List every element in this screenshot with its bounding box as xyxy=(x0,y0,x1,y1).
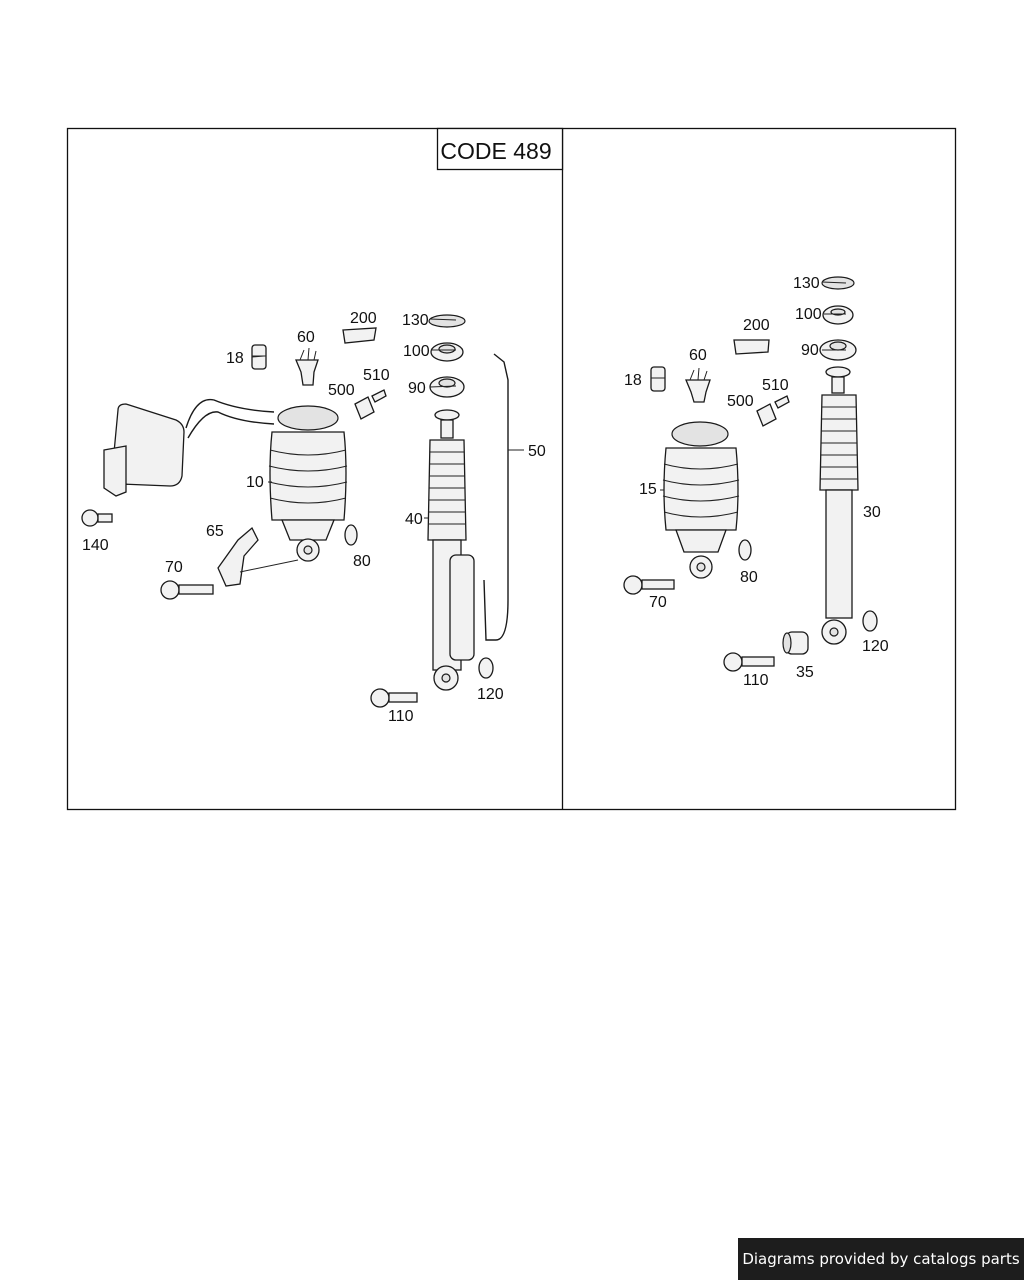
right-callouts: 130 100 200 90 60 18 510 500 15 30 80 70… xyxy=(624,275,889,689)
bolt-140-left xyxy=(81,509,113,527)
valve-510-right xyxy=(774,395,790,409)
label-80-r: 80 xyxy=(740,569,758,586)
left-callouts: 200 130 60 18 100 510 500 90 50 10 140 4… xyxy=(82,310,546,725)
label-110: 110 xyxy=(388,708,414,725)
air-spring-10 xyxy=(268,405,348,562)
nut-120-right xyxy=(862,610,878,632)
label-90: 90 xyxy=(408,380,426,397)
label-10: 10 xyxy=(246,474,264,491)
label-50: 50 xyxy=(528,443,546,460)
label-110-r: 110 xyxy=(743,672,769,689)
label-15-r: 15 xyxy=(639,481,657,498)
shock-absorber-30 xyxy=(819,366,859,645)
bolt-110-left xyxy=(370,688,418,708)
mount-130-left xyxy=(428,314,466,328)
mount-90-left xyxy=(429,376,465,398)
label-510: 510 xyxy=(363,367,390,384)
code-box-label: CODE 489 xyxy=(440,138,551,164)
left-panel xyxy=(81,314,524,708)
valve-500-right xyxy=(756,403,777,427)
cap-200-right xyxy=(733,339,770,355)
label-500: 500 xyxy=(328,382,355,399)
label-130: 130 xyxy=(402,312,429,329)
code-box xyxy=(436,127,564,171)
label-60-r: 60 xyxy=(689,347,707,364)
nut-80-right xyxy=(738,539,752,561)
bushing-35 xyxy=(782,631,809,655)
label-90-r: 90 xyxy=(801,342,819,359)
bolt-70-right xyxy=(623,575,675,595)
valve-510-left xyxy=(371,389,387,403)
label-18: 18 xyxy=(226,350,244,367)
label-120: 120 xyxy=(477,686,504,703)
label-500-r: 500 xyxy=(727,393,754,410)
label-200-r: 200 xyxy=(743,317,770,334)
label-80: 80 xyxy=(353,553,371,570)
label-30-r: 30 xyxy=(863,504,881,521)
nut-80-left xyxy=(344,524,358,546)
label-18-r: 18 xyxy=(624,372,642,389)
label-100-r: 100 xyxy=(795,306,822,323)
label-200: 200 xyxy=(350,310,377,327)
right-panel xyxy=(623,276,878,672)
attribution-footer: Diagrams provided by catalogs parts xyxy=(738,1238,1024,1280)
cap-200-left xyxy=(342,327,377,344)
label-140: 140 xyxy=(82,537,109,554)
label-510-r: 510 xyxy=(762,377,789,394)
bolt-110-right xyxy=(723,652,775,672)
mount-100-right xyxy=(822,305,854,325)
bolt-70-left xyxy=(160,580,214,600)
shock-absorber-40 xyxy=(427,409,475,691)
valve-500-left xyxy=(354,396,375,420)
nut-120-left xyxy=(478,657,494,679)
label-65: 65 xyxy=(206,523,224,540)
nut-18-right xyxy=(650,366,666,392)
label-70-r: 70 xyxy=(649,594,667,611)
label-60: 60 xyxy=(297,329,315,346)
label-130-r: 130 xyxy=(793,275,820,292)
label-120-r: 120 xyxy=(862,638,889,655)
label-70: 70 xyxy=(165,559,183,576)
air-spring-15 xyxy=(662,421,740,579)
bracket-65 xyxy=(217,526,259,587)
mount-100-left xyxy=(430,342,464,362)
air-reservoir-left xyxy=(103,398,275,497)
label-100: 100 xyxy=(403,343,430,360)
sensor-wire-50 xyxy=(483,353,509,641)
clip-60-left xyxy=(295,347,319,386)
clip-60-right xyxy=(685,367,711,403)
label-35-r: 35 xyxy=(796,664,814,681)
label-40: 40 xyxy=(405,511,423,528)
